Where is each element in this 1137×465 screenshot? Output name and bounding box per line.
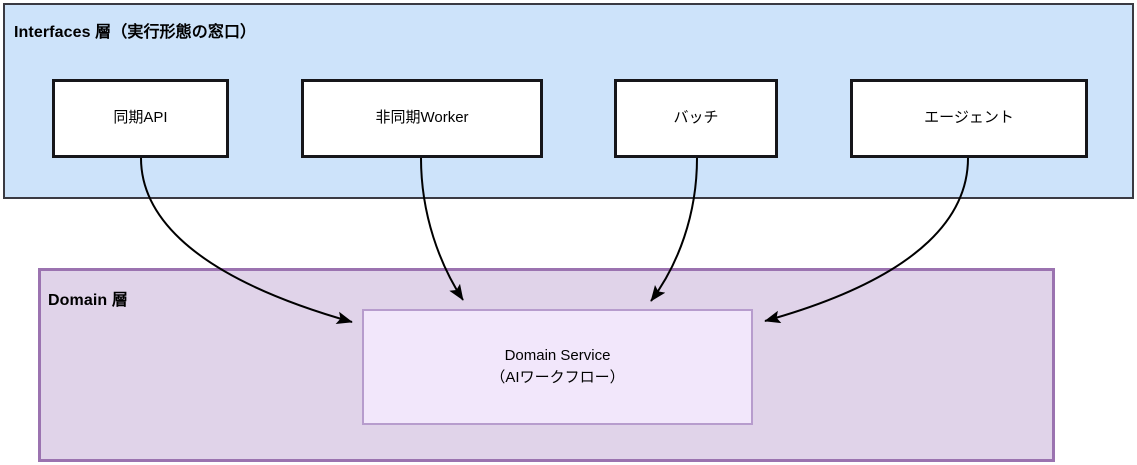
domain-service-label-primary: Domain Service bbox=[504, 347, 611, 365]
interface-node-label: エージェント bbox=[924, 109, 1014, 127]
interface-node-2[interactable]: バッチ bbox=[614, 79, 778, 158]
domain-layer-title: Domain 層 bbox=[48, 292, 128, 309]
domain-service-label-secondary: （AIワークフロー） bbox=[490, 369, 625, 386]
interface-node-3[interactable]: エージェント bbox=[850, 79, 1088, 158]
interface-node-label: 非同期Worker bbox=[375, 109, 469, 127]
interface-node-1[interactable]: 非同期Worker bbox=[301, 79, 543, 158]
interfaces-layer-title: Interfaces 層（実行形態の窓口） bbox=[14, 24, 257, 41]
interface-node-label: 同期API bbox=[113, 109, 168, 127]
domain-service-node[interactable]: Domain Service （AIワークフロー） bbox=[362, 309, 753, 425]
interface-node-0[interactable]: 同期API bbox=[52, 79, 229, 158]
interface-node-label: バッチ bbox=[673, 109, 719, 127]
